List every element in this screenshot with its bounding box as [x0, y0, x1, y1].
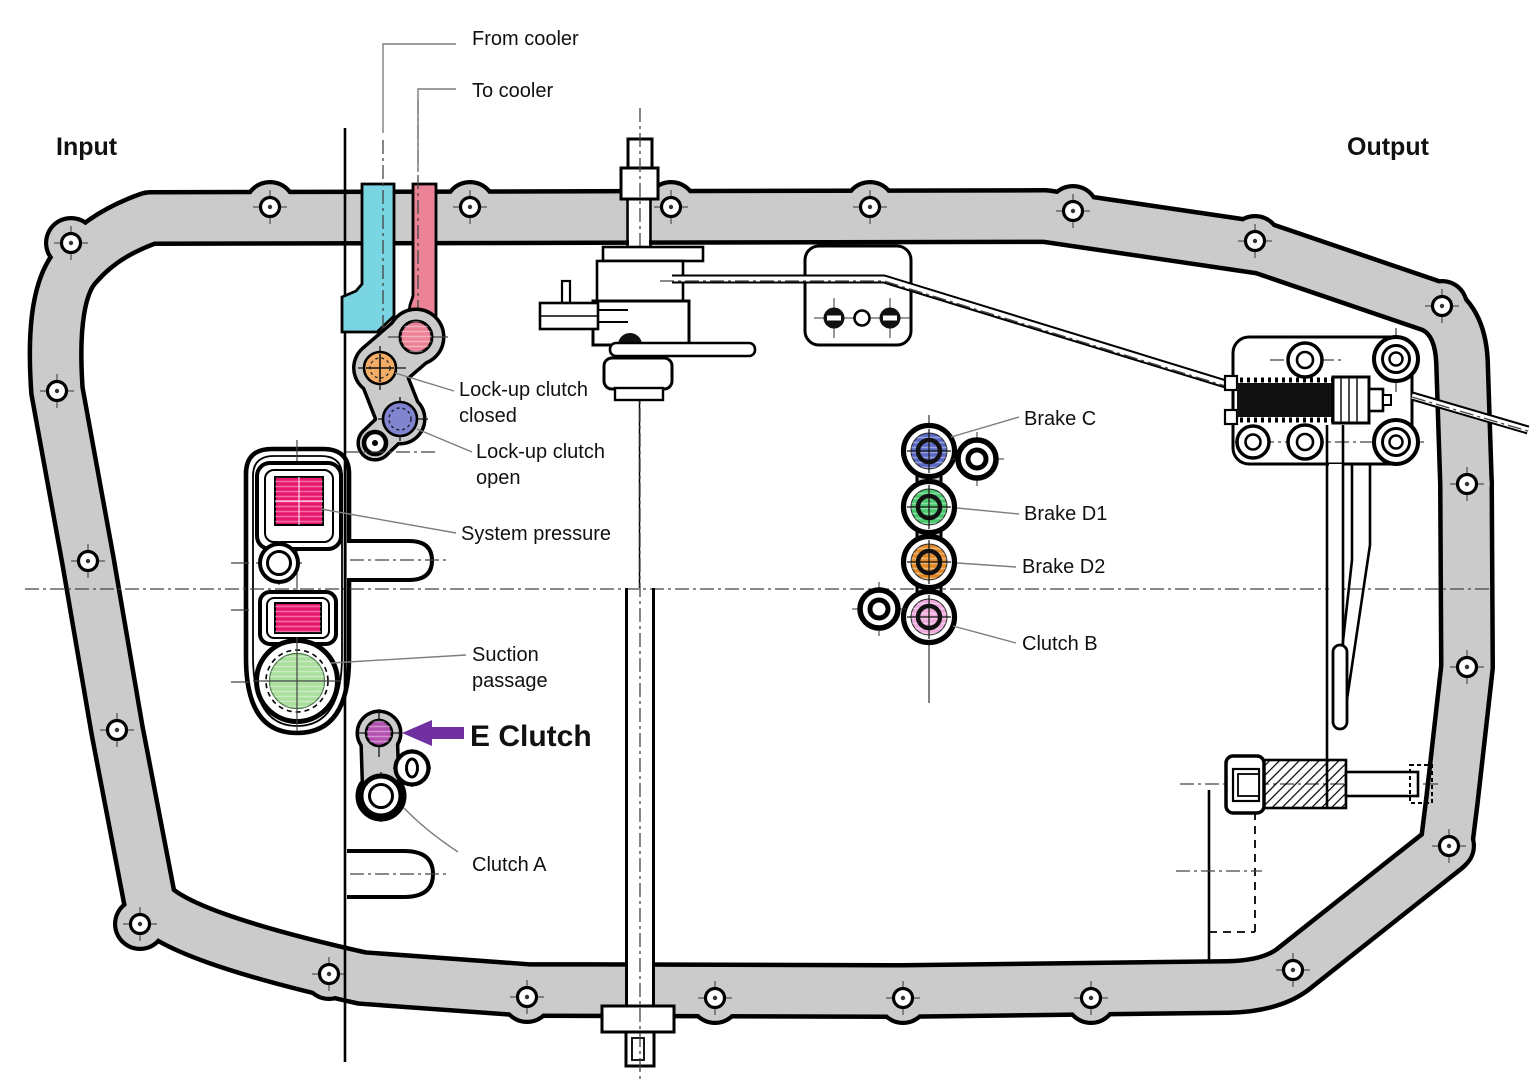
to-cooler-port [388, 319, 448, 355]
parking-rod [660, 274, 1246, 394]
plate-slots [347, 539, 446, 899]
accumulator-spring-bolt [1176, 754, 1438, 962]
small-block-port [256, 541, 302, 585]
lockup-open-label-line1: Lock-up clutch [476, 441, 605, 463]
detent-plate [803, 244, 913, 347]
leader-lines [320, 43, 1020, 853]
brake-d1-label: Brake D1 [1024, 503, 1107, 525]
oil-strainer-ports [231, 440, 343, 731]
suction-label-line2: passage [472, 670, 548, 692]
output-label: Output [1347, 133, 1430, 161]
parking-actuator [1223, 328, 1531, 808]
e-clutch-arrow [402, 720, 464, 746]
from-cooler-label: From cooler [472, 28, 579, 50]
brake-clutch-cluster [852, 415, 1004, 703]
brake-d2-port [904, 537, 955, 588]
clutch-b-label: Clutch B [1022, 633, 1098, 655]
small-oval-hole [393, 749, 431, 787]
e-clutch-port [357, 709, 401, 757]
cluster-bolt [950, 432, 1004, 486]
system-pressure-port-upper [274, 476, 324, 526]
lockup-closed-label-line2: closed [459, 405, 517, 427]
lockup-closed-port [358, 346, 406, 390]
suction-port [253, 637, 341, 725]
lockup-open-port [378, 397, 428, 441]
lockup-port-cluster [346, 307, 448, 462]
brake-d1-port [904, 482, 955, 533]
lockup-closed-label-line1: Lock-up clutch [459, 379, 588, 401]
cluster-bolt [852, 582, 906, 636]
pivot-hole [361, 429, 389, 457]
e-clutch-label: E Clutch [470, 720, 592, 753]
lockup-open-label-line2: open [476, 467, 521, 489]
manual-shaft-assembly [538, 108, 757, 1080]
from-cooler-pipe [340, 182, 396, 334]
clutch-a-label: Clutch A [472, 854, 547, 876]
clutch-a-port [358, 772, 405, 822]
system-pressure-port-lower [274, 602, 322, 634]
system-pressure-label: System pressure [461, 523, 611, 545]
brake-c-label: Brake C [1024, 408, 1096, 430]
e-clutch-cluster [355, 709, 431, 822]
input-label: Input [56, 133, 118, 161]
to-cooler-label: To cooler [472, 80, 553, 102]
brake-c-port [904, 426, 955, 477]
brake-d2-label: Brake D2 [1022, 556, 1105, 578]
clutch-b-port [904, 592, 955, 643]
suction-label-line1: Suction [472, 644, 539, 666]
